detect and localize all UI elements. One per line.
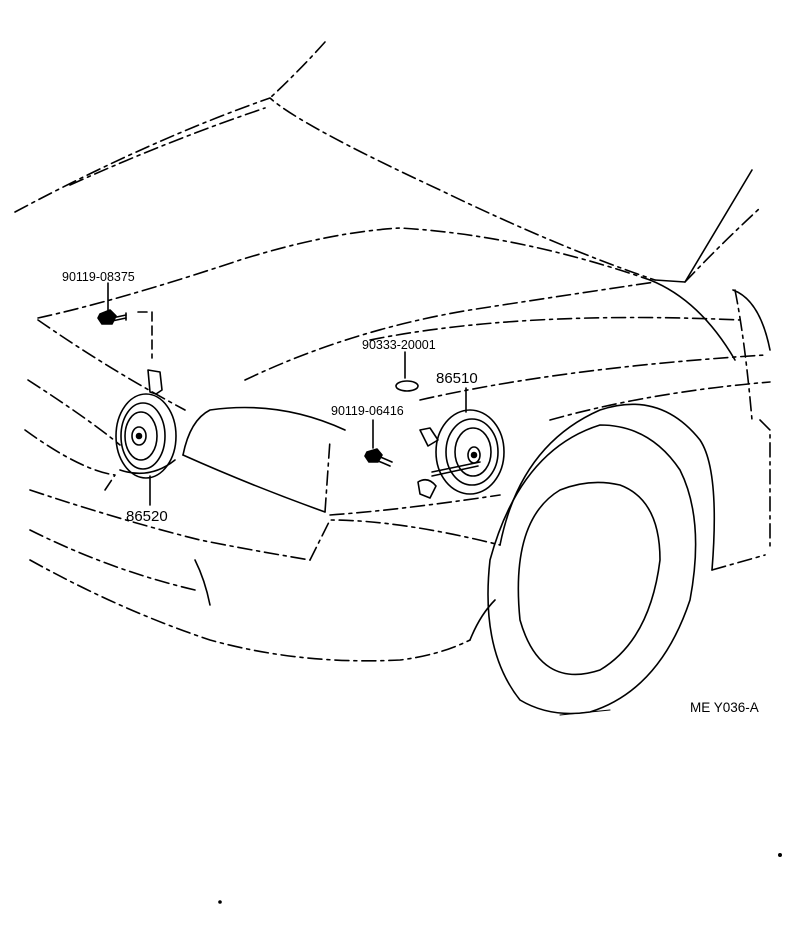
bracket-leader-line bbox=[137, 311, 153, 359]
part-label-bolt-left: 90119-08375 bbox=[62, 270, 135, 284]
figure-code: ME Y036-A bbox=[690, 700, 759, 715]
part-label-horn-right: 86510 bbox=[436, 370, 478, 387]
clip-icon bbox=[395, 351, 419, 392]
left-horn-icon bbox=[115, 369, 177, 506]
part-label-clip: 90333-20001 bbox=[362, 338, 436, 352]
part-label-horn-left: 86520 bbox=[126, 508, 168, 525]
part-label-bolt-right: 90119-06416 bbox=[331, 404, 404, 418]
right-bolt-icon bbox=[364, 419, 393, 467]
left-bolt-icon bbox=[97, 282, 127, 325]
car-body-outline bbox=[14, 41, 782, 904]
right-horn-icon bbox=[417, 387, 505, 499]
